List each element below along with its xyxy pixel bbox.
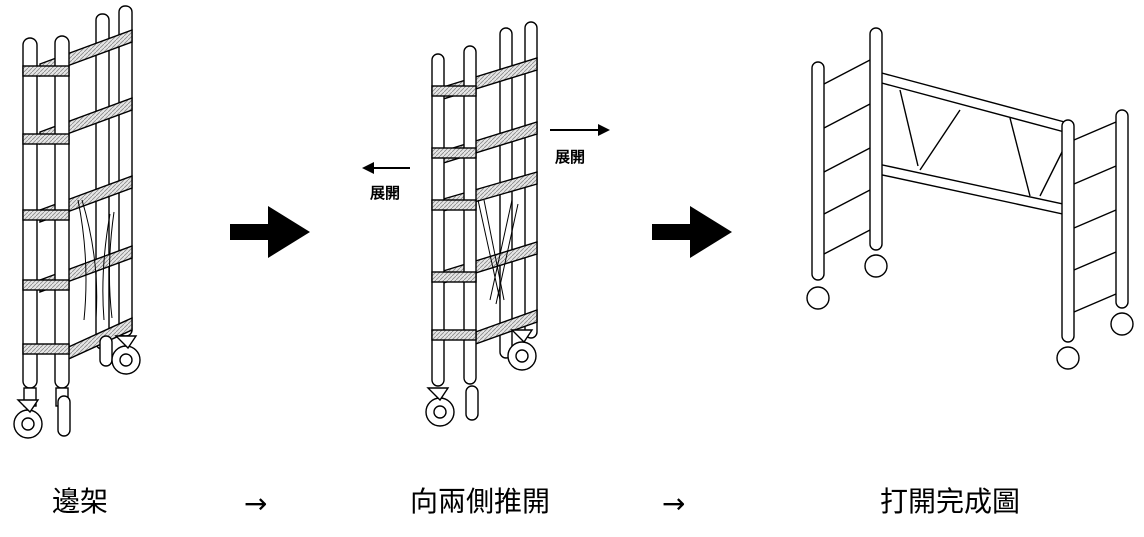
- step-2-caption: 向兩側推開: [410, 485, 551, 518]
- step-arrow-1: →: [244, 487, 268, 520]
- expand-left-arrow-icon: [362, 162, 410, 174]
- step-3-caption: 打開完成圖: [880, 485, 1021, 518]
- folded-scaffold-figure: [13, 5, 141, 439]
- step-arrow-2: →: [662, 487, 686, 520]
- expand-left-label: 展開: [370, 184, 401, 202]
- big-arrow-icon: [652, 206, 732, 258]
- pushing-open-figure: [425, 21, 538, 427]
- expand-right-arrow-icon: [550, 124, 610, 136]
- big-arrow-icon: [230, 206, 310, 258]
- opened-scaffold-figure: [806, 27, 1134, 370]
- expand-right-label: 展開: [555, 148, 586, 166]
- step-1-caption: 邊架: [52, 485, 109, 518]
